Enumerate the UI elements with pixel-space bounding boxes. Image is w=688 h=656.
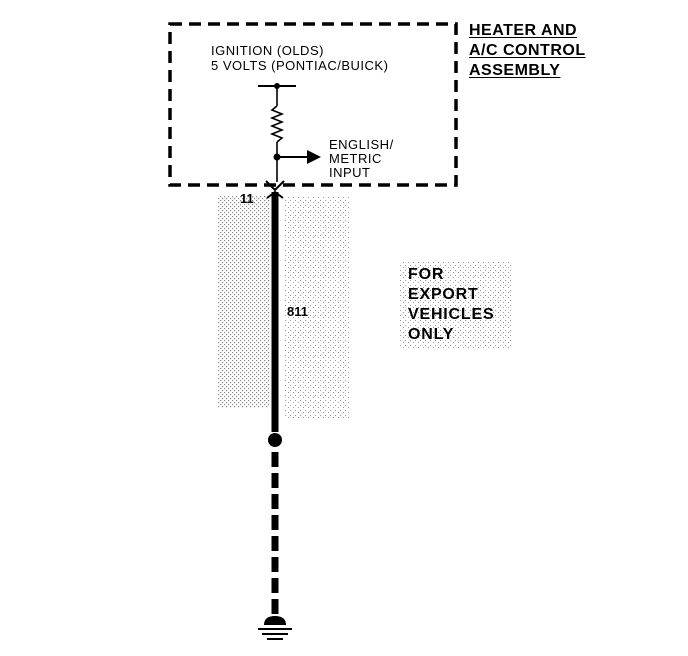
splice-node [268, 433, 282, 447]
input-label-line2: METRIC [329, 151, 382, 166]
note-line2: EXPORT [408, 286, 479, 303]
input-label-line3: INPUT [329, 165, 371, 180]
pull-up-resistor [269, 105, 285, 143]
shading-left [218, 196, 270, 408]
wire-circuit-number: 811 [287, 304, 308, 319]
ground-icon [264, 616, 286, 625]
note-line1: FOR [408, 266, 445, 283]
supply-label-line1: IGNITION (OLDS) [211, 43, 324, 58]
note-line3: VEHICLES [408, 306, 495, 323]
shading-note [400, 262, 512, 350]
assembly-title-line3: ASSEMBLY [469, 62, 561, 79]
input-label-line1: ENGLISH/ [329, 137, 394, 152]
note-line4: ONLY [408, 326, 455, 343]
input-arrow-icon [307, 150, 321, 164]
connector-terminal-icon [265, 180, 285, 192]
shading-right [284, 196, 350, 418]
terminal-number: 11 [240, 191, 254, 206]
assembly-title-line2: A/C CONTROL [469, 42, 586, 59]
assembly-title-line1: HEATER AND [469, 22, 578, 39]
control-assembly-box [168, 22, 458, 187]
supply-label-line2: 5 VOLTS (PONTIAC/BUICK) [211, 58, 389, 73]
